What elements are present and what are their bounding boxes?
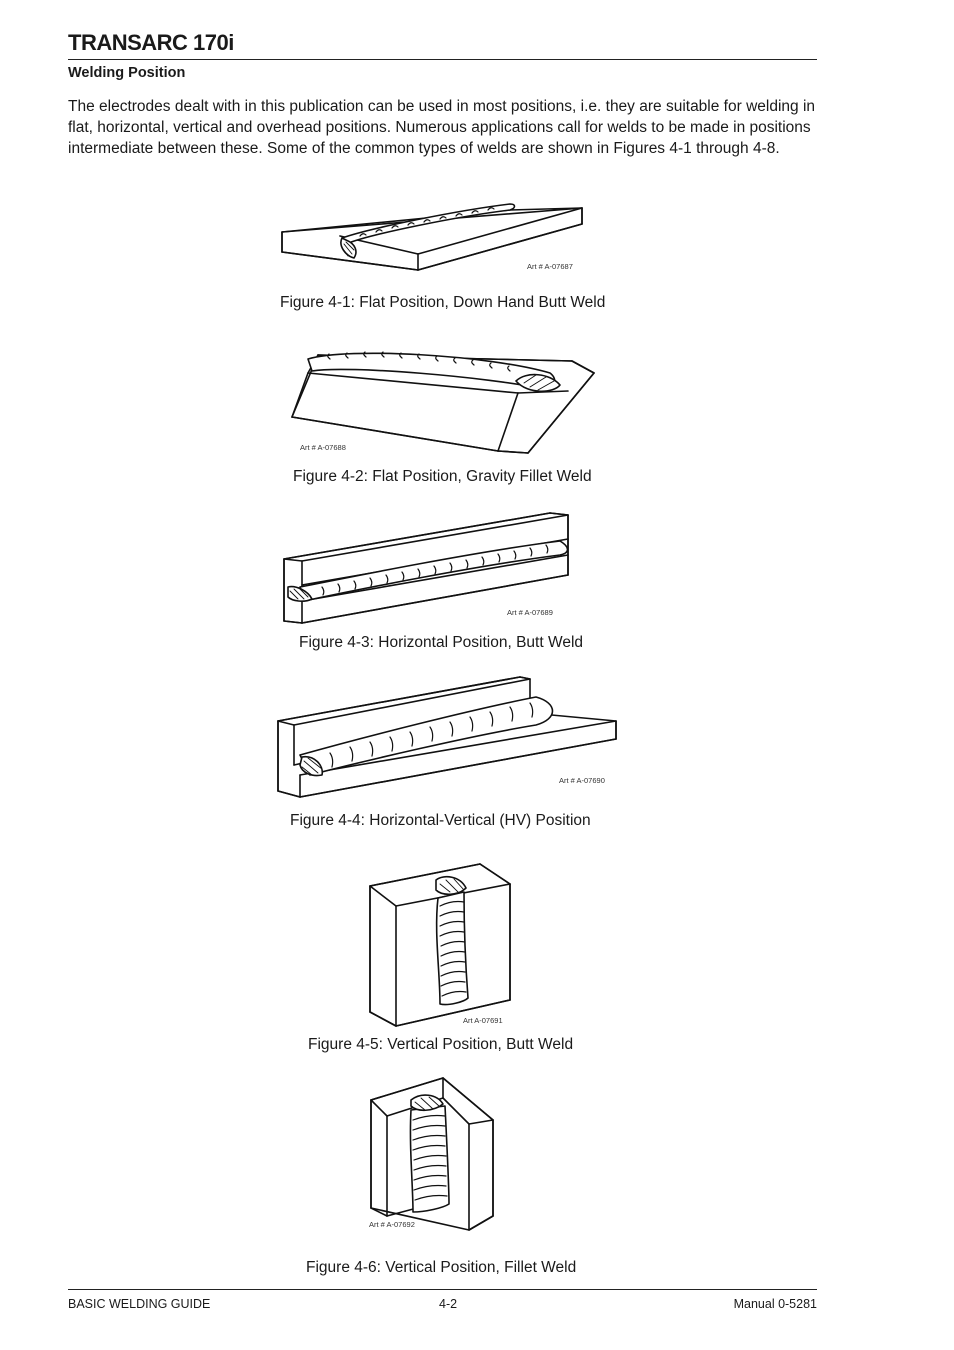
art-number-4-5: Art A-07691 <box>463 1016 503 1025</box>
section-heading: Welding Position <box>68 65 186 81</box>
art-number-4-2: Art # A-07688 <box>300 443 346 452</box>
figure-4-4-illustration <box>274 673 618 799</box>
footer-rule <box>68 1289 817 1290</box>
figure-caption-4-2: Figure 4-2: Flat Position, Gravity Fille… <box>293 468 592 485</box>
art-number-4-4: Art # A-07690 <box>559 776 605 785</box>
header-rule <box>68 59 817 60</box>
figure-4-5-illustration <box>368 862 514 1028</box>
figure-caption-4-4: Figure 4-4: Horizontal-Vertical (HV) Pos… <box>290 812 591 829</box>
figure-caption-4-1: Figure 4-1: Flat Position, Down Hand But… <box>280 294 606 311</box>
figure-caption-4-3: Figure 4-3: Horizontal Position, Butt We… <box>299 634 584 651</box>
figure-4-1-illustration <box>280 194 586 274</box>
figure-4-3-illustration <box>280 509 576 625</box>
art-number-4-6: Art # A-07692 <box>369 1220 415 1229</box>
figure-caption-4-6: Figure 4-6: Vertical Position, Fillet We… <box>306 1259 577 1276</box>
footer-manual-number: Manual 0-5281 <box>733 1297 817 1311</box>
footer-page-number: 4-2 <box>439 1297 458 1311</box>
figure-caption-4-5: Figure 4-5: Vertical Position, Butt Weld <box>308 1036 574 1053</box>
art-number-4-1: Art # A-07687 <box>527 262 573 271</box>
figure-4-2-illustration <box>288 333 598 458</box>
document-title: TRANSARC 170i <box>68 30 234 55</box>
art-number-4-3: Art # A-07689 <box>507 608 553 617</box>
intro-paragraph: The electrodes dealt with in this public… <box>68 98 816 157</box>
figure-4-6-illustration <box>369 1076 497 1232</box>
footer-guide-name: BASIC WELDING GUIDE <box>68 1297 211 1311</box>
